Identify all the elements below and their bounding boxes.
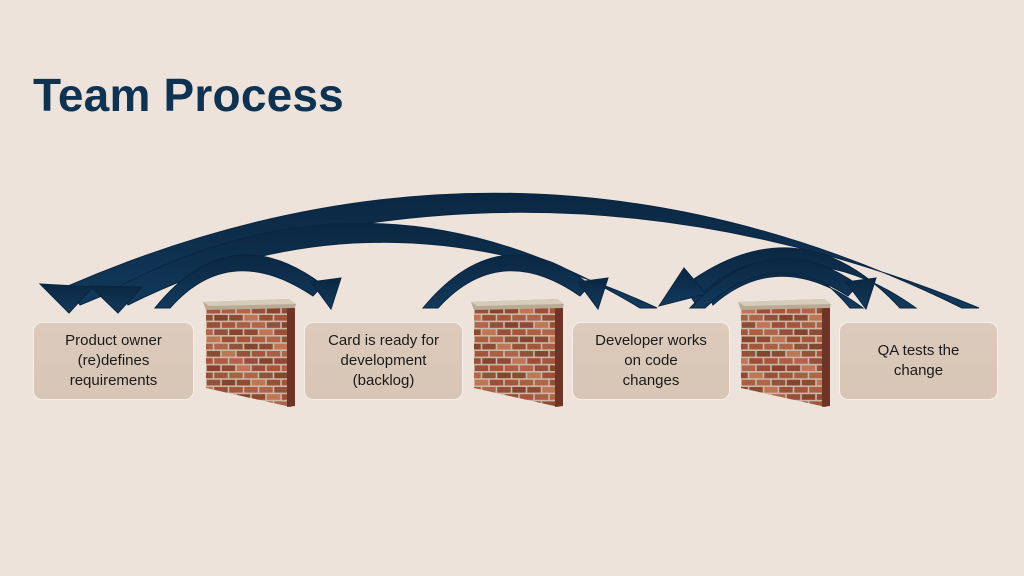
step-developer: Developer works on code changes bbox=[572, 322, 730, 400]
step-card-ready-label: Card is ready for development (backlog) bbox=[328, 332, 439, 389]
arrowhead-product-owner-outer bbox=[38, 283, 95, 314]
step-qa-label: QA tests the change bbox=[877, 342, 960, 379]
step-developer-label: Developer works on code changes bbox=[595, 332, 707, 389]
brick-wall-icon bbox=[738, 299, 831, 407]
slide-title: Team Process bbox=[33, 69, 344, 121]
brick-wall-icon bbox=[471, 299, 564, 407]
arrowhead-developer bbox=[577, 277, 609, 311]
arrow-qa-to-product-owner bbox=[67, 192, 980, 309]
arrowhead-card bbox=[310, 277, 342, 311]
step-product-owner-label: Product owner (re)defines requirements bbox=[65, 332, 162, 389]
arrow-developer-to-product-owner bbox=[117, 222, 658, 309]
arrowhead-qa bbox=[845, 277, 877, 311]
arrowhead-developer-outer bbox=[657, 267, 707, 307]
brick-wall-icon bbox=[203, 299, 296, 407]
arrowhead-product-owner-inner bbox=[88, 285, 144, 314]
step-qa: QA tests the change bbox=[839, 322, 998, 400]
step-card-ready: Card is ready for development (backlog) bbox=[304, 322, 463, 400]
step-product-owner: Product owner (re)defines requirements bbox=[33, 322, 194, 400]
